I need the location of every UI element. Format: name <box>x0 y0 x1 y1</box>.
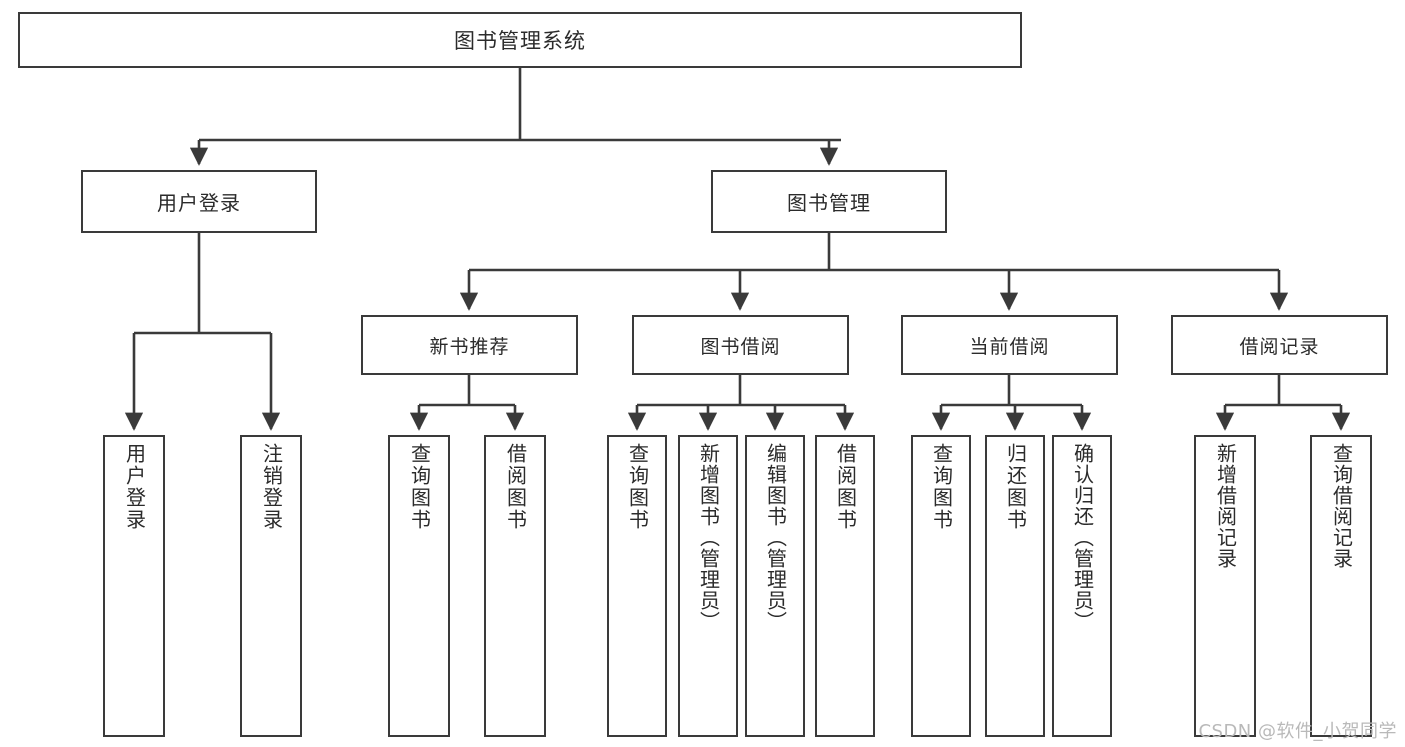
node-borrow-record[interactable]: 借阅记录 <box>1171 315 1388 375</box>
leaf-query-books-current-label: 查询图书 <box>929 443 954 531</box>
node-user-login-label: 用户登录 <box>157 191 241 215</box>
leaf-add-borrow-record[interactable]: 新增借阅记录 <box>1194 435 1256 737</box>
leaf-query-books-current[interactable]: 查询图书 <box>911 435 971 737</box>
leaf-confirm-return-admin-label: 确认归还（管理员） <box>1070 443 1095 632</box>
node-book-borrow[interactable]: 图书借阅 <box>632 315 849 375</box>
leaf-edit-book-admin-label: 编辑图书（管理员） <box>763 443 788 632</box>
node-current-borrow-label: 当前借阅 <box>969 335 1050 358</box>
leaf-borrow-book-label: 借阅图书 <box>833 443 858 531</box>
leaf-query-books-new[interactable]: 查询图书 <box>388 435 450 737</box>
leaf-query-books-new-label: 查询图书 <box>407 443 432 531</box>
leaf-add-book-admin[interactable]: 新增图书（管理员） <box>678 435 738 737</box>
leaf-query-books-borrow[interactable]: 查询图书 <box>607 435 667 737</box>
leaf-borrow-books-new[interactable]: 借阅图书 <box>484 435 546 737</box>
leaf-return-book-label: 归还图书 <box>1003 443 1028 531</box>
leaf-query-borrow-record[interactable]: 查询借阅记录 <box>1310 435 1372 737</box>
node-root[interactable]: 图书管理系统 <box>18 12 1022 68</box>
node-root-label: 图书管理系统 <box>454 29 586 53</box>
leaf-query-borrow-record-label: 查询借阅记录 <box>1329 443 1354 569</box>
leaf-user-login-label: 用户登录 <box>122 443 147 531</box>
leaf-edit-book-admin[interactable]: 编辑图书（管理员） <box>745 435 805 737</box>
node-borrow-record-label: 借阅记录 <box>1239 335 1320 358</box>
node-new-book-recommend[interactable]: 新书推荐 <box>361 315 578 375</box>
node-book-borrow-label: 图书借阅 <box>700 335 781 358</box>
node-current-borrow[interactable]: 当前借阅 <box>901 315 1118 375</box>
leaf-logout-label: 注销登录 <box>259 443 284 531</box>
leaf-query-books-borrow-label: 查询图书 <box>625 443 650 531</box>
leaf-borrow-books-new-label: 借阅图书 <box>503 443 528 531</box>
leaf-user-login[interactable]: 用户登录 <box>103 435 165 737</box>
node-new-book-recommend-label: 新书推荐 <box>429 335 510 358</box>
leaf-add-borrow-record-label: 新增借阅记录 <box>1213 443 1238 569</box>
node-user-login[interactable]: 用户登录 <box>81 170 317 233</box>
node-book-management[interactable]: 图书管理 <box>711 170 947 233</box>
leaf-add-book-admin-label: 新增图书（管理员） <box>696 443 721 632</box>
leaf-return-book[interactable]: 归还图书 <box>985 435 1045 737</box>
watermark-text: CSDN @软件_小贺同学 <box>1198 721 1397 742</box>
leaf-confirm-return-admin[interactable]: 确认归还（管理员） <box>1052 435 1112 737</box>
leaf-borrow-book[interactable]: 借阅图书 <box>815 435 875 737</box>
leaf-logout[interactable]: 注销登录 <box>240 435 302 737</box>
node-book-management-label: 图书管理 <box>787 191 871 215</box>
